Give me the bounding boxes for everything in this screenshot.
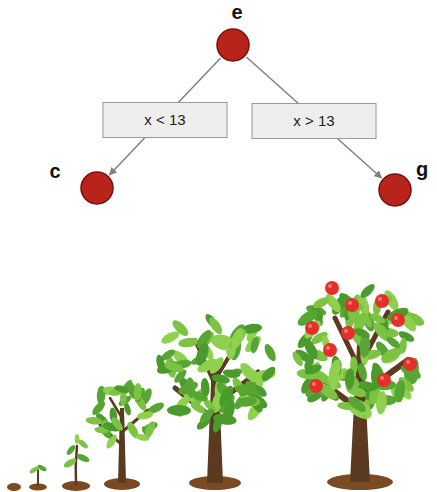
leaf bbox=[207, 355, 226, 376]
tree-node-circle: c bbox=[80, 171, 114, 205]
stem bbox=[76, 446, 77, 484]
leaf bbox=[262, 342, 278, 362]
apple bbox=[345, 298, 359, 312]
leaf bbox=[135, 433, 150, 442]
leaf bbox=[193, 341, 211, 367]
leaf bbox=[229, 326, 246, 350]
leaf bbox=[170, 318, 191, 339]
apple bbox=[325, 281, 339, 295]
leaf bbox=[358, 282, 377, 300]
apple-shine bbox=[344, 329, 348, 333]
leaf bbox=[206, 315, 224, 336]
apple bbox=[377, 373, 391, 387]
tree-node-circle: e bbox=[216, 28, 250, 62]
edge-condition-label: x > 13 bbox=[252, 103, 377, 139]
leaf bbox=[75, 434, 80, 444]
apple bbox=[375, 294, 389, 308]
apple-shine bbox=[380, 376, 384, 380]
leaf bbox=[356, 362, 369, 382]
leaf bbox=[290, 350, 304, 367]
leaf bbox=[136, 410, 154, 421]
apple-shine bbox=[406, 360, 410, 364]
apple bbox=[391, 313, 405, 327]
leaf bbox=[346, 394, 369, 415]
apple bbox=[323, 343, 337, 357]
leaf bbox=[375, 390, 388, 414]
node-circle bbox=[81, 172, 113, 204]
leaf bbox=[37, 464, 48, 473]
leaf bbox=[352, 326, 371, 340]
apple-shine bbox=[378, 297, 382, 301]
leaf bbox=[209, 336, 230, 352]
node-label: e bbox=[231, 1, 242, 24]
apple-shine bbox=[312, 382, 316, 386]
leaf bbox=[113, 384, 129, 394]
node-circle-outline bbox=[216, 28, 250, 62]
node-circle-outline bbox=[378, 173, 412, 207]
leaf bbox=[393, 379, 406, 403]
leaf bbox=[62, 457, 77, 469]
leaf bbox=[212, 412, 237, 426]
node-label: c bbox=[49, 160, 60, 183]
leaf bbox=[384, 335, 402, 351]
apple-shine bbox=[348, 301, 352, 305]
leaf bbox=[185, 377, 196, 399]
edge-condition-label: x < 13 bbox=[103, 102, 228, 138]
leaf bbox=[155, 354, 166, 372]
leaf bbox=[236, 396, 258, 408]
tree-edge bbox=[246, 57, 381, 178]
leaf bbox=[178, 337, 200, 349]
leaf bbox=[90, 399, 107, 417]
leaf bbox=[211, 373, 231, 385]
apple-shine bbox=[328, 284, 332, 288]
leaf bbox=[369, 311, 387, 325]
apple-shine bbox=[326, 346, 330, 350]
leaf bbox=[344, 368, 355, 390]
leaf bbox=[237, 360, 260, 385]
soil-mound bbox=[7, 483, 21, 491]
leaf bbox=[109, 415, 125, 432]
leaf bbox=[303, 379, 324, 399]
leaf bbox=[65, 444, 77, 457]
leaf bbox=[85, 416, 102, 425]
apple bbox=[305, 321, 319, 335]
stem bbox=[37, 470, 39, 485]
apple-shine bbox=[308, 324, 312, 328]
leaf bbox=[189, 400, 207, 415]
node-circle bbox=[379, 174, 411, 206]
tree-node-circle: g bbox=[378, 173, 412, 207]
leaf bbox=[163, 360, 185, 375]
node-circle bbox=[217, 29, 249, 61]
apple-shine bbox=[394, 316, 398, 320]
leaf bbox=[374, 293, 394, 309]
leaf bbox=[304, 362, 324, 376]
node-circle-outline bbox=[80, 171, 114, 205]
leaf bbox=[133, 383, 143, 402]
leaf bbox=[167, 405, 191, 416]
leaf bbox=[249, 336, 260, 354]
apple bbox=[403, 357, 417, 371]
leaf bbox=[75, 452, 90, 464]
node-label: g bbox=[416, 158, 428, 181]
leaf bbox=[302, 337, 321, 361]
leaf bbox=[340, 368, 362, 390]
apple bbox=[341, 326, 355, 340]
leaf bbox=[311, 295, 331, 311]
apple bbox=[309, 379, 323, 393]
